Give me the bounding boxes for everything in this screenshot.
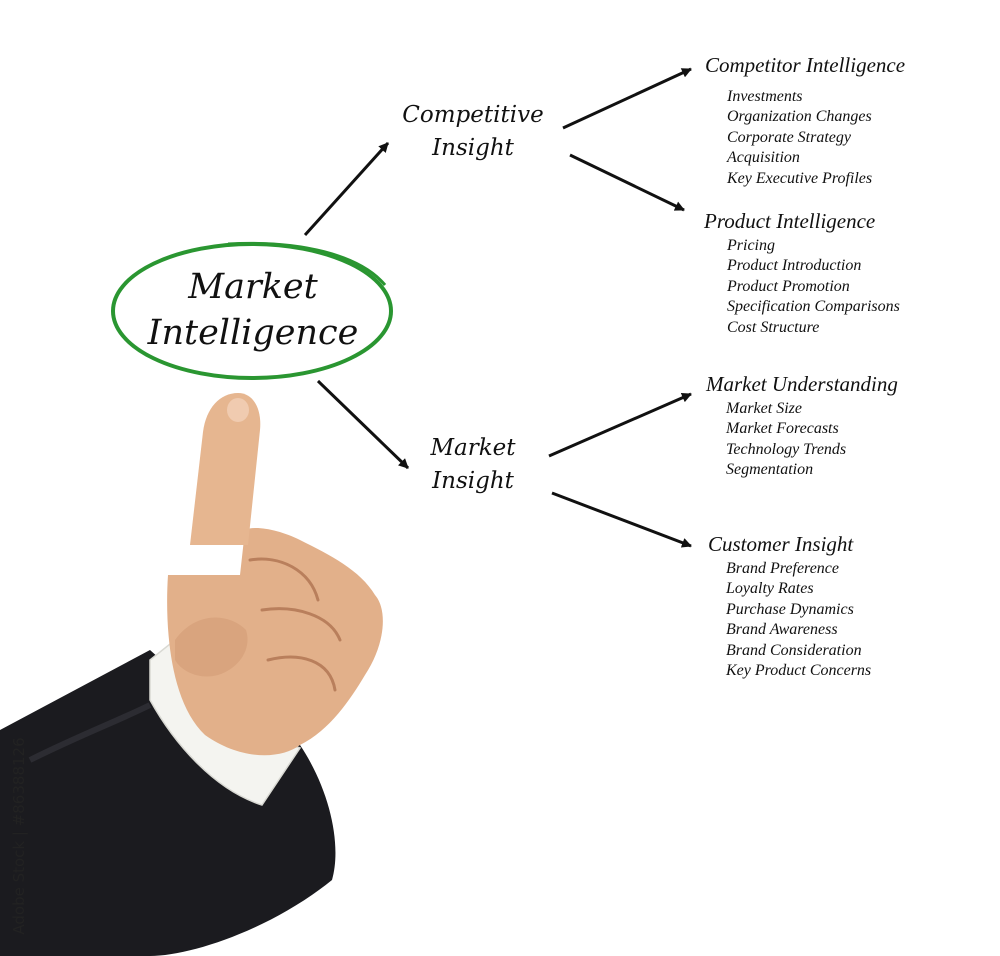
- list-item: Pricing: [727, 236, 900, 256]
- list-item: Key Executive Profiles: [727, 169, 872, 189]
- arrow-to-product-intelligence: [570, 155, 684, 210]
- list-customer-insight: Brand Preference Loyalty Rates Purchase …: [726, 559, 871, 681]
- category-product-intelligence: Product Intelligence: [704, 208, 875, 234]
- list-item: Product Promotion: [727, 277, 900, 297]
- stock-watermark: Adobe Stock | #86388126: [4, 722, 34, 950]
- list-item: Brand Consideration: [726, 641, 871, 661]
- list-product-intelligence: Pricing Product Introduction Product Pro…: [727, 236, 900, 338]
- list-item: Brand Preference: [726, 559, 871, 579]
- branch-line-2: Insight: [418, 465, 528, 498]
- list-item: Corporate Strategy: [727, 128, 872, 148]
- arrow-to-competitor-intelligence: [563, 69, 691, 128]
- category-customer-insight: Customer Insight: [708, 531, 853, 557]
- category-market-understanding: Market Understanding: [706, 371, 898, 397]
- list-item: Cost Structure: [727, 318, 900, 338]
- list-item: Purchase Dynamics: [726, 600, 871, 620]
- index-finger: [190, 393, 260, 545]
- watermark-text: Adobe Stock | #86388126: [10, 737, 28, 934]
- category-competitor-intelligence: Competitor Intelligence: [705, 52, 905, 78]
- branch-line-1: Competitive: [398, 99, 548, 132]
- list-market-understanding: Market Size Market Forecasts Technology …: [726, 399, 846, 481]
- list-competitor-intelligence: Investments Organization Changes Corpora…: [727, 87, 872, 189]
- root-node-label: Market Intelligence: [118, 264, 388, 356]
- root-line-2: Intelligence: [118, 310, 388, 356]
- branch-line-1: Market: [418, 432, 528, 465]
- list-item: Loyalty Rates: [726, 579, 871, 599]
- pointing-hand: [167, 393, 383, 755]
- list-item: Acquisition: [727, 148, 872, 168]
- arrow-to-market-understanding: [549, 394, 691, 456]
- list-item: Brand Awareness: [726, 620, 871, 640]
- arrow-root-to-competitive-insight: [305, 143, 388, 235]
- branch-market-insight: Market Insight: [418, 432, 528, 498]
- arrow-to-customer-insight: [552, 493, 691, 546]
- list-item: Key Product Concerns: [726, 661, 871, 681]
- list-item: Technology Trends: [726, 440, 846, 460]
- arrow-root-to-market-insight: [318, 381, 408, 468]
- list-item: Investments: [727, 87, 872, 107]
- list-item: Market Forecasts: [726, 419, 846, 439]
- branch-competitive-insight: Competitive Insight: [398, 99, 548, 165]
- list-item: Segmentation: [726, 460, 846, 480]
- branch-line-2: Insight: [398, 132, 548, 165]
- list-item: Specification Comparisons: [727, 297, 900, 317]
- list-item: Product Introduction: [727, 256, 900, 276]
- fingernail: [227, 398, 249, 422]
- root-line-1: Market: [118, 264, 388, 310]
- list-item: Market Size: [726, 399, 846, 419]
- list-item: Organization Changes: [727, 107, 872, 127]
